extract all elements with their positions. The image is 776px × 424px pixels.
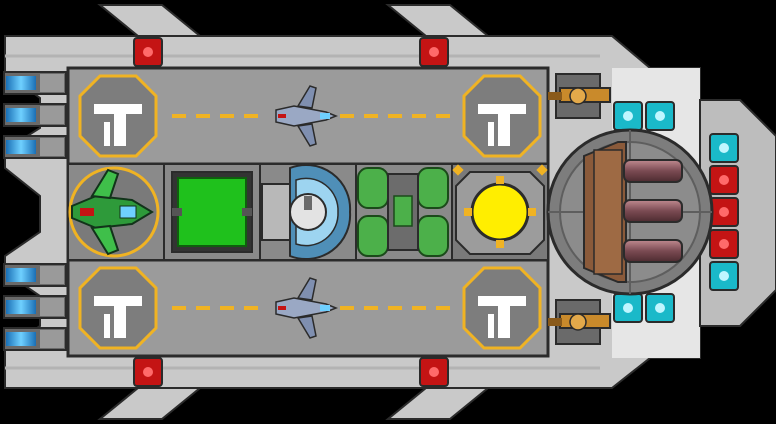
runway-markings <box>172 114 450 118</box>
engine-thruster-icon <box>3 71 67 351</box>
green-fighter-icon <box>71 168 154 256</box>
weapon-turret-icon[interactable] <box>548 299 611 345</box>
power-node-icon[interactable] <box>133 357 163 387</box>
medbay-room[interactable] <box>163 163 261 261</box>
power-node-icon[interactable] <box>419 37 449 67</box>
runway-markings <box>172 306 450 310</box>
oxygen-room[interactable] <box>355 163 453 261</box>
landing-pad-icon <box>462 266 542 350</box>
landing-pad-icon <box>78 74 158 158</box>
systems-row <box>66 162 550 262</box>
shields-room[interactable] <box>259 163 357 261</box>
landing-pad-icon <box>78 266 158 350</box>
cyan-node-icon[interactable] <box>613 101 675 323</box>
shield-core-room[interactable] <box>451 163 549 261</box>
top-hangar-room[interactable] <box>66 66 550 166</box>
fighter-drone-icon[interactable] <box>275 85 339 147</box>
missile-launcher-icon[interactable] <box>546 128 714 296</box>
landing-pad-icon <box>462 74 542 158</box>
weapon-turret-icon[interactable] <box>548 73 611 119</box>
power-node-icon[interactable] <box>419 357 449 387</box>
bottom-hangar-room[interactable] <box>66 258 550 358</box>
piloting-room[interactable] <box>67 163 165 261</box>
power-node-icon[interactable] <box>133 37 163 67</box>
front-node-column[interactable] <box>709 133 739 291</box>
fighter-drone-icon[interactable] <box>275 277 339 339</box>
